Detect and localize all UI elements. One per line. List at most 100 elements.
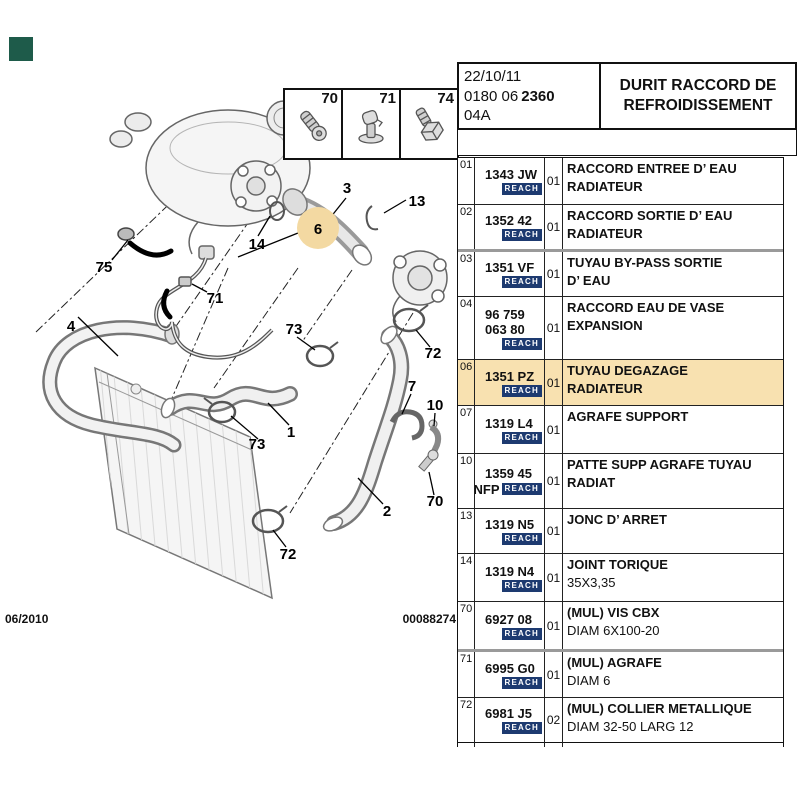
doc-title: DURIT RACCORD DE REFROIDISSEMENT xyxy=(619,76,777,114)
grommet-75 xyxy=(117,227,135,241)
description-line1: JONC D’ ARRET xyxy=(567,512,667,527)
table-row[interactable]: 70 6927 08 REACH 01 (MUL) VIS CBX DIAM 6… xyxy=(458,601,783,649)
reach-badge[interactable]: REACH xyxy=(501,183,542,195)
part-number-suffix: NFP xyxy=(475,481,500,497)
part-number: 6995 G0 xyxy=(485,660,535,676)
description-cell: TUYAU DEGAZAGE RADIATEUR xyxy=(563,360,783,405)
description-cell: RACCORD EAU DE VASE EXPANSION xyxy=(563,297,783,359)
table-next-row-stub xyxy=(457,741,784,747)
reach-badge[interactable]: REACH xyxy=(501,676,542,689)
part-number: 1359 45 xyxy=(485,465,532,481)
clamp-73-bottom xyxy=(203,397,237,424)
description-line2: DIAM 6 xyxy=(567,672,611,688)
part-number: 1319 L4 xyxy=(485,415,533,431)
part-number: 1351 VF xyxy=(485,260,535,275)
reach-badge[interactable]: REACH xyxy=(501,483,542,495)
table-row[interactable]: 13 1319 N5 REACH 01 JONC D’ ARRET xyxy=(458,508,783,553)
clamp-72-bottom xyxy=(251,505,288,534)
reach-badge[interactable]: REACH xyxy=(501,627,542,640)
table-row[interactable]: 01 1343 JW REACH 01 RACCORD ENTREE D’ EA… xyxy=(458,158,783,204)
reach-badge[interactable]: REACH xyxy=(501,579,542,592)
diagram-label-3: 3 xyxy=(343,180,351,197)
quantity-cell: 01 xyxy=(545,509,563,553)
screw-icon xyxy=(291,104,335,153)
description-line2: RADIAT xyxy=(567,474,616,490)
footer-doc-number: 00088274 xyxy=(402,612,456,626)
part-number-cell: 1343 JW REACH xyxy=(475,158,545,204)
description-line1: TUYAU DEGAZAGE xyxy=(567,363,688,378)
row-index-cell: 10 xyxy=(458,454,475,508)
diagram-label-72: 72 xyxy=(280,546,297,563)
diagram-label-2: 2 xyxy=(383,503,391,520)
reach-badge[interactable]: REACH xyxy=(501,384,542,397)
diagram-label-73: 73 xyxy=(249,436,266,453)
bracket-7 xyxy=(389,409,425,441)
table-row[interactable]: 03 1351 VF REACH 01 TUYAU BY-PASS SORTIE… xyxy=(458,249,783,296)
part-number: 96 759 xyxy=(485,306,525,322)
part-number-cell: 1319 L4 REACH xyxy=(475,406,545,453)
jonc-13 xyxy=(365,205,379,231)
description-cell: AGRAFE SUPPORT xyxy=(563,406,783,453)
description-line1: JOINT TORIQUE xyxy=(567,557,668,572)
table-row[interactable]: 02 1352 42 REACH 01 RACCORD SORTIE D’ EA… xyxy=(458,204,783,249)
part-number-cell: 1319 N4 REACH xyxy=(475,554,545,601)
description-line1: (MUL) VIS CBX xyxy=(567,605,660,620)
description-cell: JOINT TORIQUE 35X3,35 xyxy=(563,554,783,601)
table-row[interactable]: 06 1351 PZ REACH 01 TUYAU DEGAZAGE RADIA… xyxy=(458,359,783,405)
table-row[interactable]: 14 1319 N4 REACH 01 JOINT TORIQUE 35X3,3… xyxy=(458,553,783,601)
quantity-cell: 01 xyxy=(545,454,563,508)
fastener-box: 70 71 74 xyxy=(283,88,459,160)
part-number-cell: 1351 PZ REACH xyxy=(475,360,545,405)
description-line2: DIAM 32-50 LARG 12 xyxy=(567,718,694,734)
doc-code: 04A xyxy=(464,107,491,124)
fastener-number: 70 xyxy=(321,90,338,107)
table-row[interactable]: 72 6981 J5 REACH 02 (MUL) COLLIER METALL… xyxy=(458,697,783,742)
row-index-cell: 13 xyxy=(458,509,475,553)
description-cell: RACCORD ENTREE D’ EAU RADIATEUR xyxy=(563,158,783,204)
quantity-cell: 02 xyxy=(545,698,563,742)
reach-badge[interactable]: REACH xyxy=(501,722,542,734)
quantity-cell: 01 xyxy=(545,554,563,601)
doc-date: 22/10/11 xyxy=(464,68,522,85)
row-index-cell: 72 xyxy=(458,698,475,742)
diagram-label-14: 14 xyxy=(249,236,266,253)
fastener-cell-71: 71 xyxy=(343,90,401,158)
diagram-label-7: 7 xyxy=(408,378,416,395)
row-index-cell: 02 xyxy=(458,205,475,249)
bolt-icon xyxy=(406,104,452,153)
part-number-cell: 1351 VF REACH xyxy=(475,252,545,296)
part-number: 1351 PZ xyxy=(485,368,535,384)
fastener-number: 74 xyxy=(437,90,454,107)
fastener-cell-74: 74 xyxy=(401,90,457,158)
reach-badge[interactable]: REACH xyxy=(501,533,542,545)
part-number-cell: 6981 J5 REACH xyxy=(475,698,545,742)
reach-badge[interactable]: REACH xyxy=(501,337,542,350)
reach-badge[interactable]: REACH xyxy=(501,431,542,444)
table-row[interactable]: 71 6995 G0 REACH 01 (MUL) AGRAFE DIAM 6 xyxy=(458,649,783,697)
corner-mark xyxy=(9,37,33,61)
description-line1: PATTE SUPP AGRAFE TUYAU xyxy=(567,457,752,472)
part-number: 6981 J5 xyxy=(485,706,532,721)
diagram-label-72: 72 xyxy=(425,345,442,362)
header-spacer-row xyxy=(457,130,797,156)
reach-badge[interactable]: REACH xyxy=(501,229,542,241)
quantity-cell: 01 xyxy=(545,205,563,249)
reach-badge[interactable]: REACH xyxy=(501,276,542,288)
parts-table: 01 1343 JW REACH 01 RACCORD ENTREE D’ EA… xyxy=(457,157,784,743)
hose-2 xyxy=(322,325,410,532)
clip-71 xyxy=(178,276,192,287)
table-row[interactable]: 07 1319 L4 REACH 01 AGRAFE SUPPORT xyxy=(458,405,783,453)
diagram-label-71: 71 xyxy=(207,290,224,307)
diagram-label-70: 70 xyxy=(427,493,444,510)
description-line2: 35X3,35 xyxy=(567,574,616,590)
part-number-cell: 1319 N5 REACH xyxy=(475,509,545,553)
